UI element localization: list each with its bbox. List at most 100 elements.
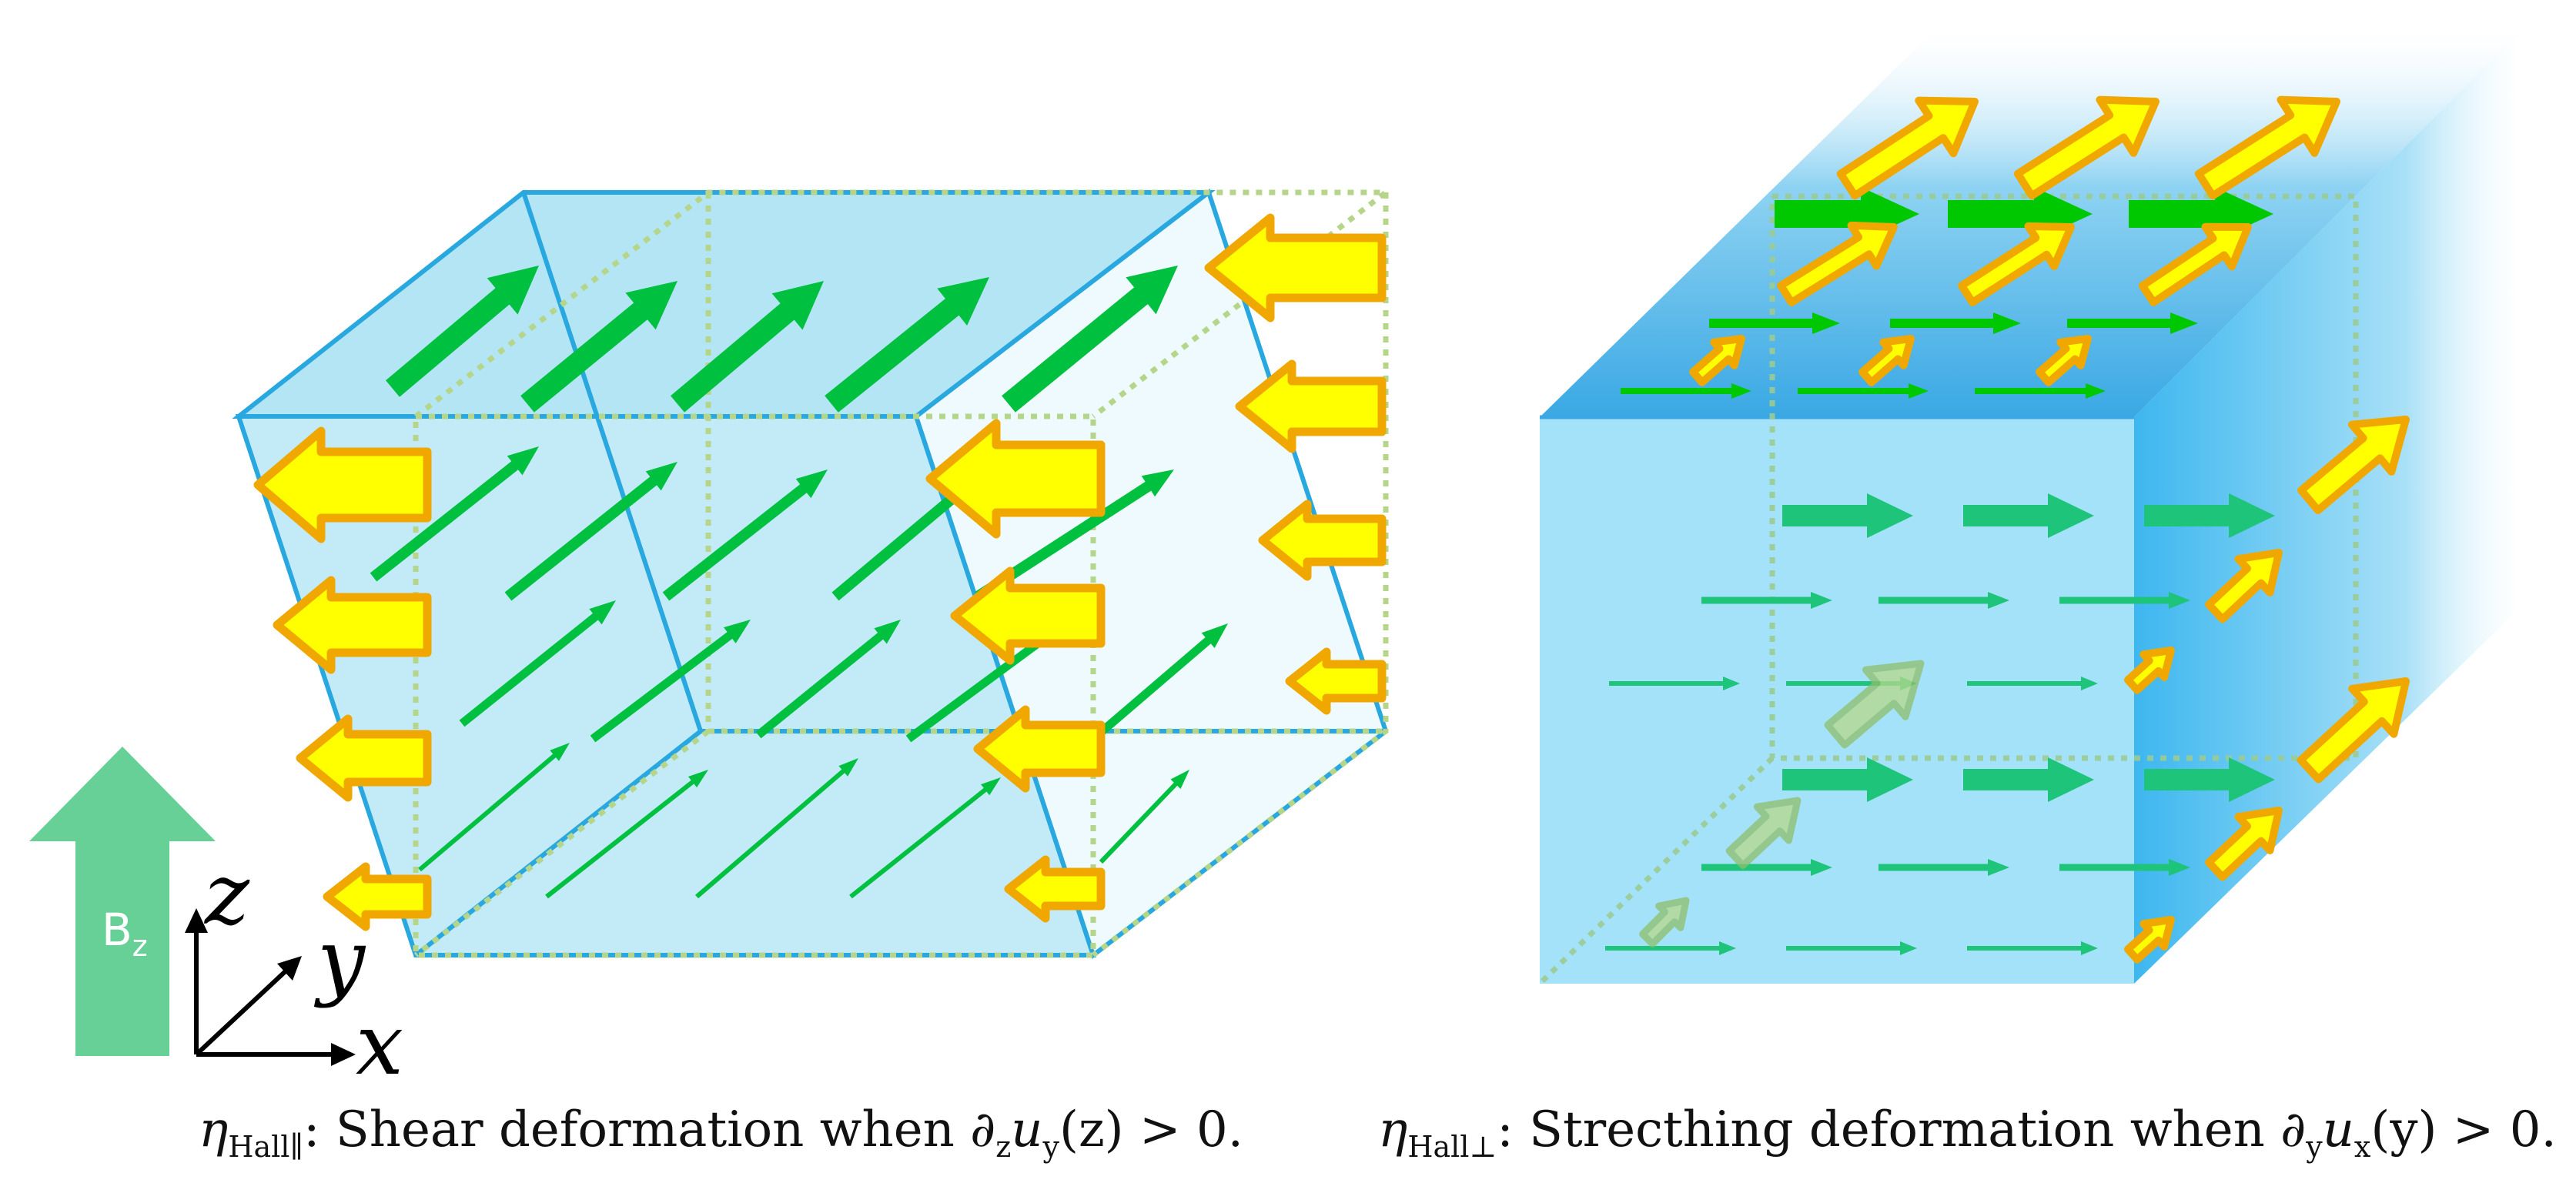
yellow-force-arrow (1689, 335, 1745, 386)
green-flow-arrow (2059, 859, 2190, 876)
green-flow-arrow (975, 470, 1174, 601)
yellow-force-arrow (950, 566, 1106, 665)
yellow-force-arrow (2297, 677, 2410, 784)
yellow-force-arrow (1204, 213, 1387, 322)
green-flow-arrow (459, 600, 616, 727)
caption-stretch-u: u (2322, 1101, 2354, 1158)
green-flow-arrow (1621, 383, 1751, 399)
yellow-force-arrow (1235, 359, 1387, 453)
green-flow-arrow (1878, 859, 2009, 876)
stretch-undeformed-outline (1537, 193, 2359, 986)
green-flow-arrow (695, 758, 858, 899)
green-flow-arrow (1782, 757, 1913, 802)
shear-cube-hidden-edge (521, 192, 703, 732)
green-flow-arrow (1967, 941, 2098, 955)
green-flow-arrow (1786, 941, 1917, 955)
green-flow-arrow (1701, 592, 1832, 609)
y-axis-label: y (313, 911, 366, 1009)
green-flow-arrow (755, 620, 901, 739)
green-flow-arrow (1609, 677, 1740, 690)
green-flow-arrow (386, 266, 539, 397)
green-flow-arrow (2067, 312, 2198, 334)
yellow-force-arrow (2124, 916, 2175, 964)
caption-shear-symbol: η (199, 1101, 229, 1158)
green-flow-arrow (1701, 859, 1832, 876)
yellow-force-arrow (296, 714, 432, 802)
yellow-force-arrow (2205, 549, 2283, 623)
caption-stretch-arg: (y) > 0. (2370, 1101, 2557, 1158)
green-flow-arrow (1975, 383, 2106, 399)
yellow-force-arrow (2124, 647, 2175, 694)
shear-force-arrows (253, 213, 1387, 931)
green-flow-arrow (1878, 592, 2009, 609)
green-flow-arrow (1890, 312, 2021, 334)
caption-shear: ηHall∥: Shear deformation when ∂zuy(z) >… (199, 1099, 1323, 1164)
yellow-force-arrow-faded (1725, 797, 1802, 869)
caption-shear-dsub: z (995, 1129, 1012, 1164)
yellow-force-arrow (2205, 807, 2283, 881)
green-flow-arrow (1002, 266, 1178, 413)
green-flow-arrow (2059, 592, 2190, 609)
stretch-force-arrows (1639, 95, 2410, 964)
green-flow-arrow (1605, 941, 1736, 955)
green-flow-arrow (370, 446, 539, 582)
yellow-force-arrow (2194, 95, 2340, 200)
caption-stretch: ηHall⊥: Strecthing deformation when ∂yux… (1378, 1099, 2564, 1164)
yellow-force-arrow (1858, 335, 1915, 386)
yellow-force-arrow (2297, 416, 2410, 514)
green-flow-arrow (1090, 623, 1228, 743)
yellow-force-arrow (1285, 647, 1387, 715)
green-flow-arrow (590, 620, 751, 743)
yellow-force-arrow (1004, 855, 1106, 923)
yellow-force-arrow (1958, 222, 2075, 306)
caption-stretch-dsub: y (2306, 1129, 2323, 1164)
caption-shear-arg: (z) > 0. (1059, 1101, 1243, 1158)
caption-stretch-text: : Strecthing deformation when ∂ (1497, 1101, 2307, 1158)
caption-shear-subscript: Hall∥ (228, 1129, 303, 1164)
green-flow-arrow (825, 277, 989, 413)
yellow-force-arrow (2036, 335, 2092, 386)
green-flow-arrow (2144, 493, 2275, 538)
green-flow-arrow (1798, 383, 1929, 399)
yellow-force-arrow (1836, 96, 1979, 200)
yellow-force-arrow (1258, 500, 1387, 581)
green-flow-arrow (504, 462, 677, 601)
green-flow-arrow (1782, 493, 1913, 538)
yellow-force-arrow (273, 576, 432, 674)
stretch-cube-side-face (2134, 31, 2521, 984)
yellow-force-arrow (253, 426, 432, 543)
yellow-force-arrow (2013, 95, 2159, 200)
green-flow-arrow (849, 777, 1001, 899)
yellow-force-arrow-faded (1824, 660, 1925, 749)
shear-flow-arrows (370, 266, 1228, 899)
caption-shear-usub: y (1042, 1129, 1059, 1164)
green-flow-arrow (1709, 312, 1840, 334)
yellow-force-arrow-faded (1639, 897, 1690, 947)
coordinate-axes (185, 908, 356, 1066)
bz-field-arrow: Bz (29, 747, 216, 1056)
green-flow-arrow (905, 620, 1070, 743)
green-flow-arrow (418, 743, 570, 872)
yellow-force-arrow (323, 862, 432, 931)
green-flow-arrow (662, 470, 828, 601)
caption-stretch-subscript: Hall⊥ (1407, 1129, 1497, 1164)
z-axis-label: z (203, 845, 250, 944)
bz-label: Bz (102, 904, 148, 963)
green-flow-arrow (671, 281, 824, 413)
caption-shear-u: u (1011, 1101, 1043, 1158)
x-axis-label: x (356, 995, 403, 1094)
caption-stretch-symbol: η (1378, 1101, 1408, 1158)
green-flow-arrow (1786, 677, 1917, 690)
green-flow-arrow (1099, 770, 1189, 864)
caption-stretch-usub: x (2354, 1129, 2371, 1164)
yellow-force-arrow (1777, 221, 1898, 306)
green-flow-arrow (545, 770, 708, 899)
yellow-force-arrow (2138, 222, 2252, 306)
green-flow-arrow (1963, 493, 2094, 538)
green-flow-arrow (1963, 757, 2094, 802)
caption-shear-text: : Shear deformation when ∂ (303, 1101, 996, 1158)
green-flow-arrow (520, 281, 677, 413)
yellow-force-arrow (973, 705, 1106, 793)
yellow-force-arrow (925, 419, 1106, 539)
